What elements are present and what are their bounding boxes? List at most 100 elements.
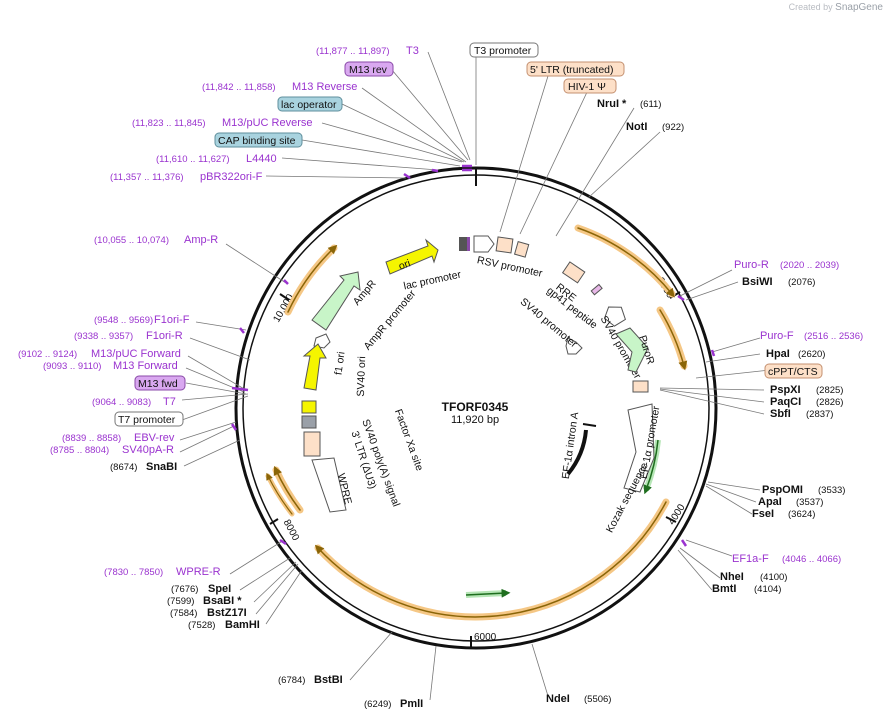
hpai-pos: (2620): [798, 349, 825, 360]
noti-name: NotI: [626, 121, 647, 133]
bamhi-name: BamHI: [225, 619, 260, 631]
m13-puc-forward-range: (9102 .. 9124): [18, 349, 77, 360]
t3-name: T3: [406, 45, 419, 57]
bstz17i-pos: (7584): [170, 608, 197, 619]
pspomi-pos: (3533): [818, 485, 845, 496]
m13-rev-label: M13 rev: [349, 64, 388, 76]
cppt-cts-label: cPPT/CTS: [768, 366, 818, 378]
f1ori-f-range: (9548 .. 9569): [94, 315, 153, 326]
5-ltr-label: 5' LTR (truncated): [530, 64, 614, 76]
puror-arrow: [615, 327, 649, 373]
f1-ori-label: f1 ori: [332, 351, 347, 376]
ef1a-intron-arc: [566, 429, 588, 476]
nhei-pos: (4100): [760, 572, 787, 583]
plasmid-length: 11,920 bp: [450, 414, 500, 426]
ampr-promoter-label: AmpR promoter: [361, 288, 418, 353]
sbfi-name: SbfI: [770, 408, 791, 420]
puro-f-range: (2516 .. 2536): [804, 331, 863, 342]
pbr322ori-f-range: (11,357 .. 11,376): [110, 172, 184, 183]
bmti-pos: (4104): [754, 584, 781, 595]
snapgene-brand: Created by SnapGene: [789, 2, 883, 13]
pmli-pos: (6249): [364, 699, 391, 710]
fsei-pos: (3624): [788, 509, 815, 520]
apai-pos: (3537): [796, 497, 823, 508]
pspomi-name: PspOMI: [762, 484, 803, 496]
3-ltr-box: [303, 431, 321, 457]
ampr-arrow: [311, 271, 361, 331]
sv40pa-r-range: (8785 .. 8804): [50, 445, 109, 456]
noti-pos: (922): [662, 122, 684, 133]
green-orf-arrow-bottom: [465, 588, 511, 598]
m13-forward-range: (9093 .. 9110): [43, 361, 101, 372]
paqci-pos: (2826): [816, 397, 843, 408]
wpre-box: [311, 457, 347, 513]
apai-name: ApaI: [758, 496, 782, 508]
sv40pa-r-name: SV40pA-R: [122, 444, 174, 456]
snabi-pos: (8674): [110, 462, 137, 473]
bmti-name: BmtI: [712, 583, 736, 595]
hiv-psi-box: [513, 240, 530, 258]
bsabi-name: BsaBI *: [203, 595, 242, 607]
amp-r-range: (10,055 .. 10,074): [94, 235, 169, 246]
spei-pos: (7676): [171, 584, 198, 595]
enzyme-labels: NruI * (611) NotI (922) BsiWI (2076) Hpa…: [110, 98, 845, 710]
pspxi-pos: (2825): [816, 385, 843, 396]
spei-name: SpeI: [208, 583, 231, 595]
snabi-name: SnaBI: [146, 461, 177, 473]
l4440-name: L4440: [246, 153, 277, 165]
nrui-pos: (611): [640, 99, 661, 110]
pmli-name: PmlI: [400, 698, 423, 710]
sv40-ori-label: SV40 ori: [355, 356, 368, 397]
t3-range: (11,877 .. 11,897): [316, 46, 390, 57]
ori-label: ori: [397, 257, 412, 272]
boxed-labels: T3 promoter M13 rev lac operator CAP bin…: [114, 42, 823, 427]
cppt-box: [632, 380, 649, 393]
ebv-rev-name: EBV-rev: [134, 432, 175, 444]
ef1a-f-name: EF1a-F: [732, 553, 769, 565]
tick-4000: 4000: [666, 502, 687, 527]
brand-prefix: Created by: [788, 2, 833, 12]
rsv-promoter-arrow: [473, 235, 495, 253]
t3-promoter-label: T3 promoter: [474, 45, 532, 57]
hiv-psi-label: HIV-1 Ψ: [568, 81, 606, 93]
l4440-range: (11,610 .. 11,627): [156, 154, 230, 165]
ebv-rev-range: (8839 .. 8858): [62, 433, 121, 444]
inner-features: ori lac promoter RSV promoter RRE gp41 p…: [301, 235, 663, 535]
ndei-name: NdeI: [546, 693, 570, 705]
ef1a-intron-label: EF-1α intron A: [560, 411, 581, 479]
bstbi-name: BstBI: [314, 674, 343, 686]
5-ltr-box: [495, 236, 514, 254]
kozak-label: Kozak sequence: [604, 460, 651, 534]
puro-r-name: Puro-R: [734, 259, 769, 271]
primer-labels: (11,877 .. 11,897) T3 (11,842 .. 11,858)…: [18, 45, 863, 578]
fsei-name: FseI: [752, 508, 774, 520]
m13-fwd-label: M13 fwd: [138, 378, 178, 390]
sv40-ori-box: [301, 400, 317, 414]
ef1a-f-range: (4046 .. 4066): [782, 554, 841, 565]
ori-arrow: [385, 238, 439, 275]
wpre-r-range: (7830 .. 7850): [104, 567, 163, 578]
m13-reverse-name: M13 Reverse: [292, 81, 357, 93]
lac-operator-label: lac operator: [281, 99, 337, 111]
m13-forward-name: M13 Forward: [113, 360, 178, 372]
bsiwi-pos: (2076): [788, 277, 815, 288]
green-orf-arrow-right: [643, 439, 659, 495]
puro-f-name: Puro-F: [760, 330, 794, 342]
brand-name: SnapGene: [835, 2, 883, 13]
pbr322ori-f-name: pBR322ori-F: [200, 171, 263, 183]
nrui-name: NruI *: [597, 98, 627, 110]
bstbi-pos: (6784): [278, 675, 305, 686]
f1ori-f-name: F1ori-F: [154, 314, 190, 326]
f1ori-r-range: (9338 .. 9357): [74, 331, 133, 342]
bsiwi-name: BsiWI: [742, 276, 773, 288]
plasmid-name: TFORF0345: [441, 400, 509, 414]
wpre-r-name: WPRE-R: [176, 566, 221, 578]
lac-promoter-label: lac promoter: [403, 268, 463, 292]
paqci-name: PaqCI: [770, 396, 801, 408]
ef1a-promoter-arrow: [623, 403, 655, 493]
m13-puc-forward-name: M13/pUC Forward: [91, 348, 181, 360]
orf-arcs: [265, 224, 688, 621]
t7-promoter-label: T7 promoter: [118, 414, 176, 426]
bsabi-pos: (7599): [167, 596, 194, 607]
rre-box: [561, 261, 586, 284]
